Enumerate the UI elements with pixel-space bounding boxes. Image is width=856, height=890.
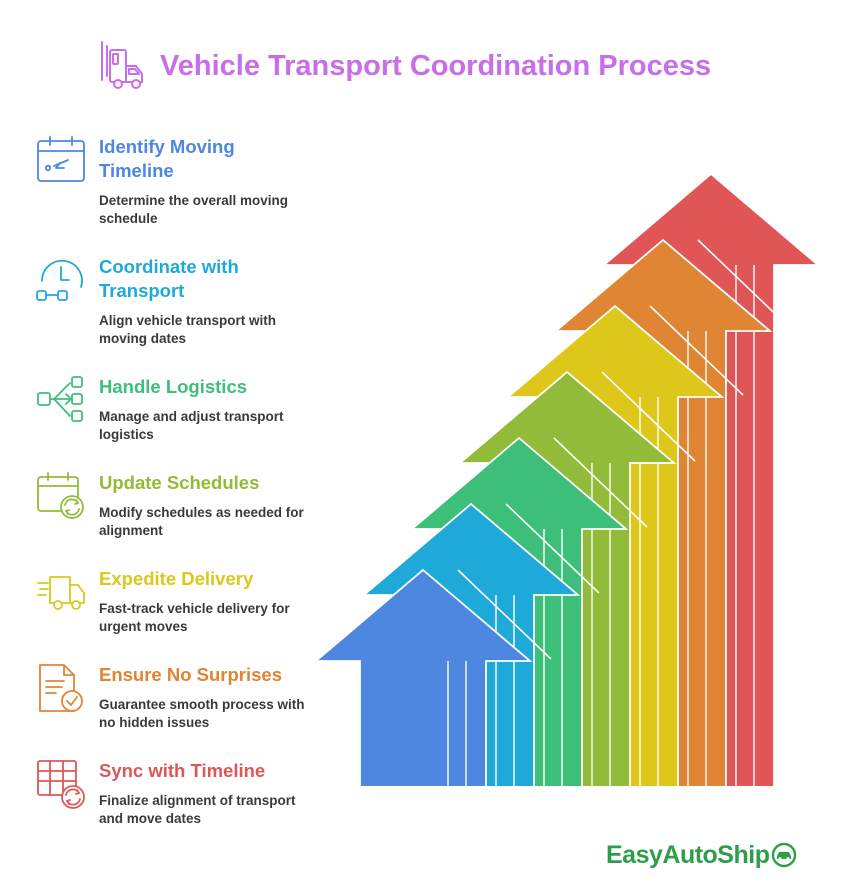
clock-connector-icon bbox=[36, 259, 83, 301]
step-title: Ensure No Surprises bbox=[99, 664, 283, 685]
step-title: Expedite Delivery bbox=[99, 568, 254, 589]
fast-truck-icon bbox=[37, 576, 85, 610]
step-title: Update Schedules bbox=[99, 472, 260, 493]
step-description: Determine the overall moving schedule bbox=[99, 193, 289, 226]
calendar-icon bbox=[37, 136, 85, 182]
step-title: Sync with Timeline bbox=[99, 760, 266, 781]
step-description: Manage and adjust transport logistics bbox=[99, 409, 284, 442]
network-icon bbox=[37, 376, 83, 422]
arrow-shape bbox=[313, 568, 552, 786]
step-description: Align vehicle transport with moving date… bbox=[99, 313, 277, 346]
brand-name: EasyAutoShip bbox=[606, 840, 770, 869]
brand-logo: EasyAutoShip bbox=[606, 838, 797, 872]
calendar-refresh-icon bbox=[37, 472, 84, 519]
header: Vehicle Transport Coordination Process bbox=[98, 40, 711, 92]
page-title: Vehicle Transport Coordination Process bbox=[160, 49, 712, 82]
step-description: Fast-track vehicle delivery for urgent m… bbox=[99, 601, 290, 634]
checklist-icon bbox=[39, 664, 83, 712]
step-description: Modify schedules as needed for alignment bbox=[99, 505, 304, 538]
step-description: Guarantee smooth process with no hidden … bbox=[99, 697, 305, 730]
truck-icon bbox=[101, 41, 143, 89]
table-sync-icon bbox=[37, 760, 85, 809]
step-title: Coordinate with Transport bbox=[99, 256, 239, 301]
step-description: Finalize alignment of transport and move… bbox=[99, 793, 296, 826]
step-title: Identify Moving Timeline bbox=[99, 136, 235, 181]
step-title: Handle Logistics bbox=[99, 376, 248, 397]
car-badge-icon bbox=[772, 842, 797, 868]
